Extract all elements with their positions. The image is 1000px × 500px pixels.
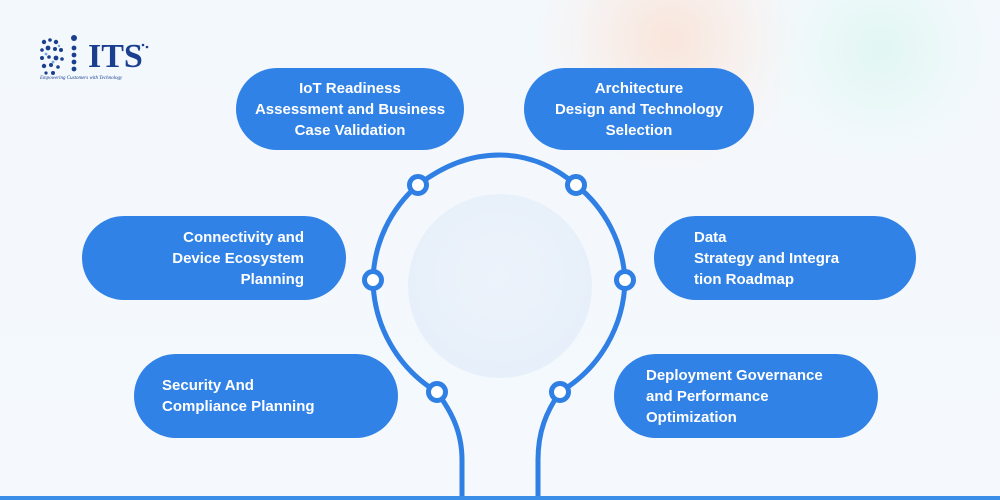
pill-deployment-label: Deployment Governance and Performance Op…	[646, 366, 823, 426]
logo-sparkle-icon	[137, 43, 149, 50]
pill-iot-readiness: IoT Readiness Assessment and Business Ca…	[236, 68, 464, 150]
logo-tagline: Empowering Customers with Technology	[40, 76, 123, 81]
company-logo: ITS Empowering Customers with Technology	[36, 34, 149, 84]
logo-dots-icon	[40, 38, 64, 75]
node-dot-top-right	[565, 174, 587, 196]
bottom-accent-line	[0, 496, 1000, 500]
pill-architecture: Architecture Design and Technology Selec…	[524, 68, 754, 150]
node-dot-bottom-right	[549, 381, 571, 403]
node-dot-middle-right	[614, 269, 636, 291]
pill-security: Security And Compliance Planning	[134, 354, 398, 438]
node-dot-bottom-left	[426, 381, 448, 403]
pill-architecture-label: Architecture Design and Technology Selec…	[554, 79, 724, 139]
pill-iot-readiness-label: IoT Readiness Assessment and Business Ca…	[254, 79, 446, 139]
pill-data-strategy: Data Strategy and Integra tion Roadmap	[654, 216, 916, 300]
pill-connectivity-label: Connectivity and Device Ecosystem Planni…	[172, 228, 304, 288]
center-circle	[408, 194, 592, 378]
pill-data-strategy-label: Data Strategy and Integra tion Roadmap	[694, 228, 840, 288]
pill-deployment: Deployment Governance and Performance Op…	[614, 354, 878, 438]
pill-security-label: Security And Compliance Planning	[162, 377, 315, 415]
logo-i-icon	[71, 35, 77, 72]
node-dot-middle-left	[362, 269, 384, 291]
node-dot-top-left	[407, 174, 429, 196]
logo-name: ITS	[88, 38, 143, 75]
connector-nodes	[362, 174, 636, 403]
pill-connectivity: Connectivity and Device Ecosystem Planni…	[82, 216, 346, 300]
